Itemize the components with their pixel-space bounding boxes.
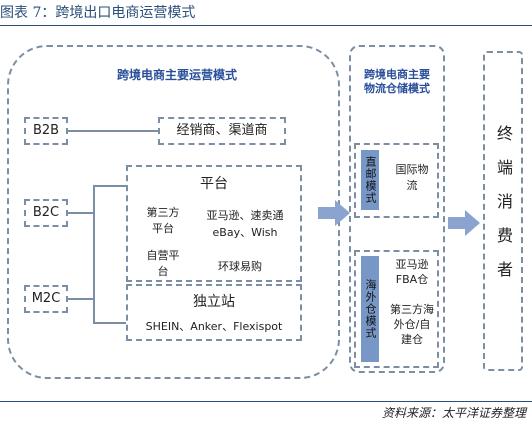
direct-mail-label: 直邮模式 [361,150,379,210]
self-run-examples: 环球易购 [218,260,262,273]
connector-b2c [68,212,94,214]
model-b2c: B2C [24,199,68,227]
platform-box [126,165,302,282]
direct-mail-label-text: 直邮模式 [364,156,377,204]
platform-title: 平台 [200,176,228,192]
overseas-warehouse-label: 海外仓模式 [361,256,379,362]
self-run-label: 自营平台 [146,249,180,278]
model-b2b: B2B [24,117,68,145]
connector-to-independent [93,322,127,324]
arrow-right-icon [448,210,480,236]
connector-b2b [68,130,160,132]
end-consumer-box [483,51,523,371]
model-m2c: M2C [24,285,68,313]
logistics-heading-1: 跨境电商主要 [364,68,430,81]
arrow-right-icon [318,200,350,226]
source-note: 资料来源：太平洋证券整理 [381,406,526,420]
top-rule [0,25,532,26]
direct-mail-detail: 国际物流 [395,163,429,192]
logistics-heading-2: 物流仓储模式 [364,82,430,95]
logistics-panel [349,45,445,373]
independent-site-title: 独立站 [193,294,235,310]
connector-to-platform [93,185,127,187]
end-consumer-label: 终端消费者 [483,125,523,295]
overseas-detail-2: 第三方海外仓/自建仓 [390,303,434,346]
bottom-rule [0,401,532,402]
third-party-examples-2: eBay、Wish [212,226,278,239]
third-party-examples-1: 亚马逊、速卖通 [206,209,284,222]
third-party-label: 第三方平台 [146,206,180,235]
independent-site-box [126,284,302,341]
end-consumer-label-text: 终端消费者 [494,125,513,295]
connector-m2c [68,298,94,300]
overseas-detail-1: 亚马逊FBA仓 [395,258,429,286]
operation-modes-heading: 跨境电商主要运营模式 [116,68,237,82]
figure-title: 图表 7：跨境出口电商运营模式 [0,5,196,21]
b2b-channel-box: 经销商、渠道商 [158,117,286,145]
connector-trunk [93,185,95,323]
overseas-warehouse-label-text: 海外仓模式 [364,279,377,339]
independent-site-examples: SHEIN、Anker、Flexispot [145,320,283,333]
